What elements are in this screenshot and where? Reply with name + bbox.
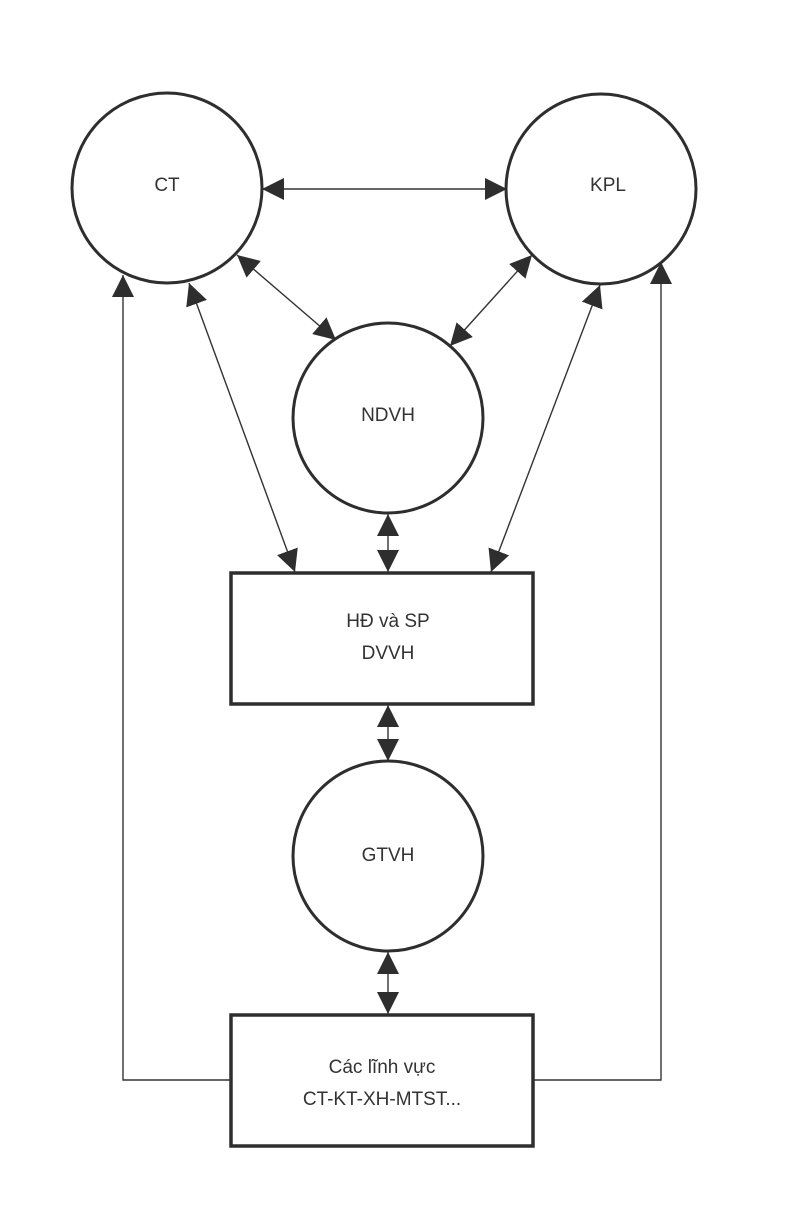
circle-kpl xyxy=(504,92,698,286)
edge-kpl-hd xyxy=(488,284,603,573)
label-kpl: KPL xyxy=(590,175,626,196)
edge-ct-hd xyxy=(186,282,298,573)
label-gtvh: GTVH xyxy=(362,845,415,866)
box-hd xyxy=(229,571,535,706)
node-hd: HĐ và SP DVVH xyxy=(229,571,535,706)
label-fields-line2: CT-KT-XH-MTST... xyxy=(303,1089,461,1110)
node-ndvh: NDVH xyxy=(291,321,485,515)
edge-kpl-ndvh xyxy=(449,254,533,347)
label-ndvh: NDVH xyxy=(361,405,415,426)
edge-fields-ct xyxy=(112,275,231,1081)
circle-ct xyxy=(70,91,264,285)
circle-ndvh xyxy=(291,321,485,515)
node-ct: CT xyxy=(70,91,264,285)
box-fields xyxy=(229,1013,535,1148)
edge-ct-ndvh xyxy=(236,254,337,341)
node-gtvh: GTVH xyxy=(291,759,485,953)
label-fields-line1: Các lĩnh vực xyxy=(329,1057,436,1078)
label-hd-line1: HĐ và SP xyxy=(346,611,429,632)
edges xyxy=(112,178,672,1081)
label-hd-line2: DVVH xyxy=(362,643,415,664)
circle-gtvh xyxy=(291,759,485,953)
label-ct: CT xyxy=(154,175,180,196)
node-kpl: KPL xyxy=(504,92,698,286)
node-fields: Các lĩnh vực CT-KT-XH-MTST... xyxy=(229,1013,535,1148)
edge-fields-kpl xyxy=(533,262,672,1081)
